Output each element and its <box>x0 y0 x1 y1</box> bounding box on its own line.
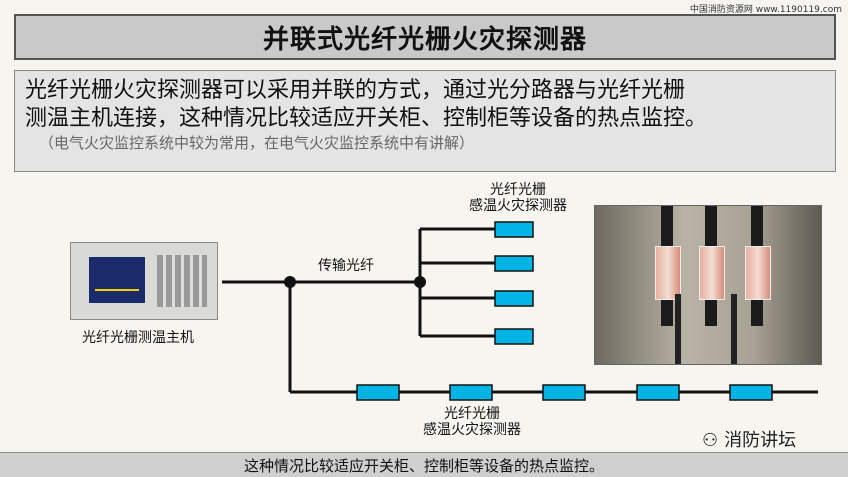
host-keypad <box>157 255 207 307</box>
serial-detector-1 <box>356 384 400 401</box>
parallel-detector-2 <box>494 255 534 272</box>
detector-bottom-label-line-1: 光纤光栅 <box>444 406 500 422</box>
description-note: （电气火灾监控系统中较为常用，在电气火灾监控系统中有讲解） <box>39 134 475 152</box>
serial-detector-2 <box>449 384 493 401</box>
fbg-temperature-host-image <box>70 242 218 320</box>
title-box: 并联式光纤光栅火灾探测器 <box>14 14 836 60</box>
host-screen <box>89 257 145 303</box>
description-line-1: 光纤光栅火灾探测器可以采用并联的方式，通过光分路器与光纤光栅 <box>25 78 686 103</box>
serial-detector-4 <box>636 384 680 401</box>
description-box: 光纤光栅火灾探测器可以采用并联的方式，通过光分路器与光纤光栅 测温主机连接，这种… <box>14 70 836 172</box>
page-title: 并联式光纤光栅火灾探测器 <box>262 24 587 55</box>
detector-bottom-label: 光纤光栅 感温火灾探测器 <box>417 406 527 438</box>
brand-logo: ⚇消防讲坛 <box>702 426 796 452</box>
parallel-detector-4 <box>494 328 534 345</box>
parallel-detector-3 <box>494 290 534 307</box>
watermark-url: 中国消防资源网 www.1190119.com <box>689 5 842 15</box>
footer-text: 这种情况比较适应开关柜、控制柜等设备的热点监控。 <box>243 456 604 475</box>
brand-logo-text: 消防讲坛 <box>724 430 797 451</box>
serial-detector-5 <box>729 384 773 401</box>
footer-bar: 这种情况比较适应开关柜、控制柜等设备的热点监控。 <box>0 452 848 477</box>
detector-bottom-label-line-2: 感温火灾探测器 <box>423 422 521 438</box>
wechat-icon: ⚇ <box>702 430 719 451</box>
detector-top-label-line-1: 光纤光栅 <box>490 182 546 198</box>
parallel-detector-1 <box>494 221 534 238</box>
host-label: 光纤光栅测温主机 <box>82 330 194 346</box>
fiber-label: 传输光纤 <box>318 258 374 274</box>
description-line-2: 测温主机连接，这种情况比较适应开关柜、控制柜等设备的热点监控。 <box>25 106 708 131</box>
switchgear-photo <box>594 205 822 365</box>
detector-top-label-line-2: 感温火灾探测器 <box>469 198 567 214</box>
detector-top-label: 光纤光栅 感温火灾探测器 <box>463 182 573 214</box>
serial-detector-3 <box>542 384 586 401</box>
